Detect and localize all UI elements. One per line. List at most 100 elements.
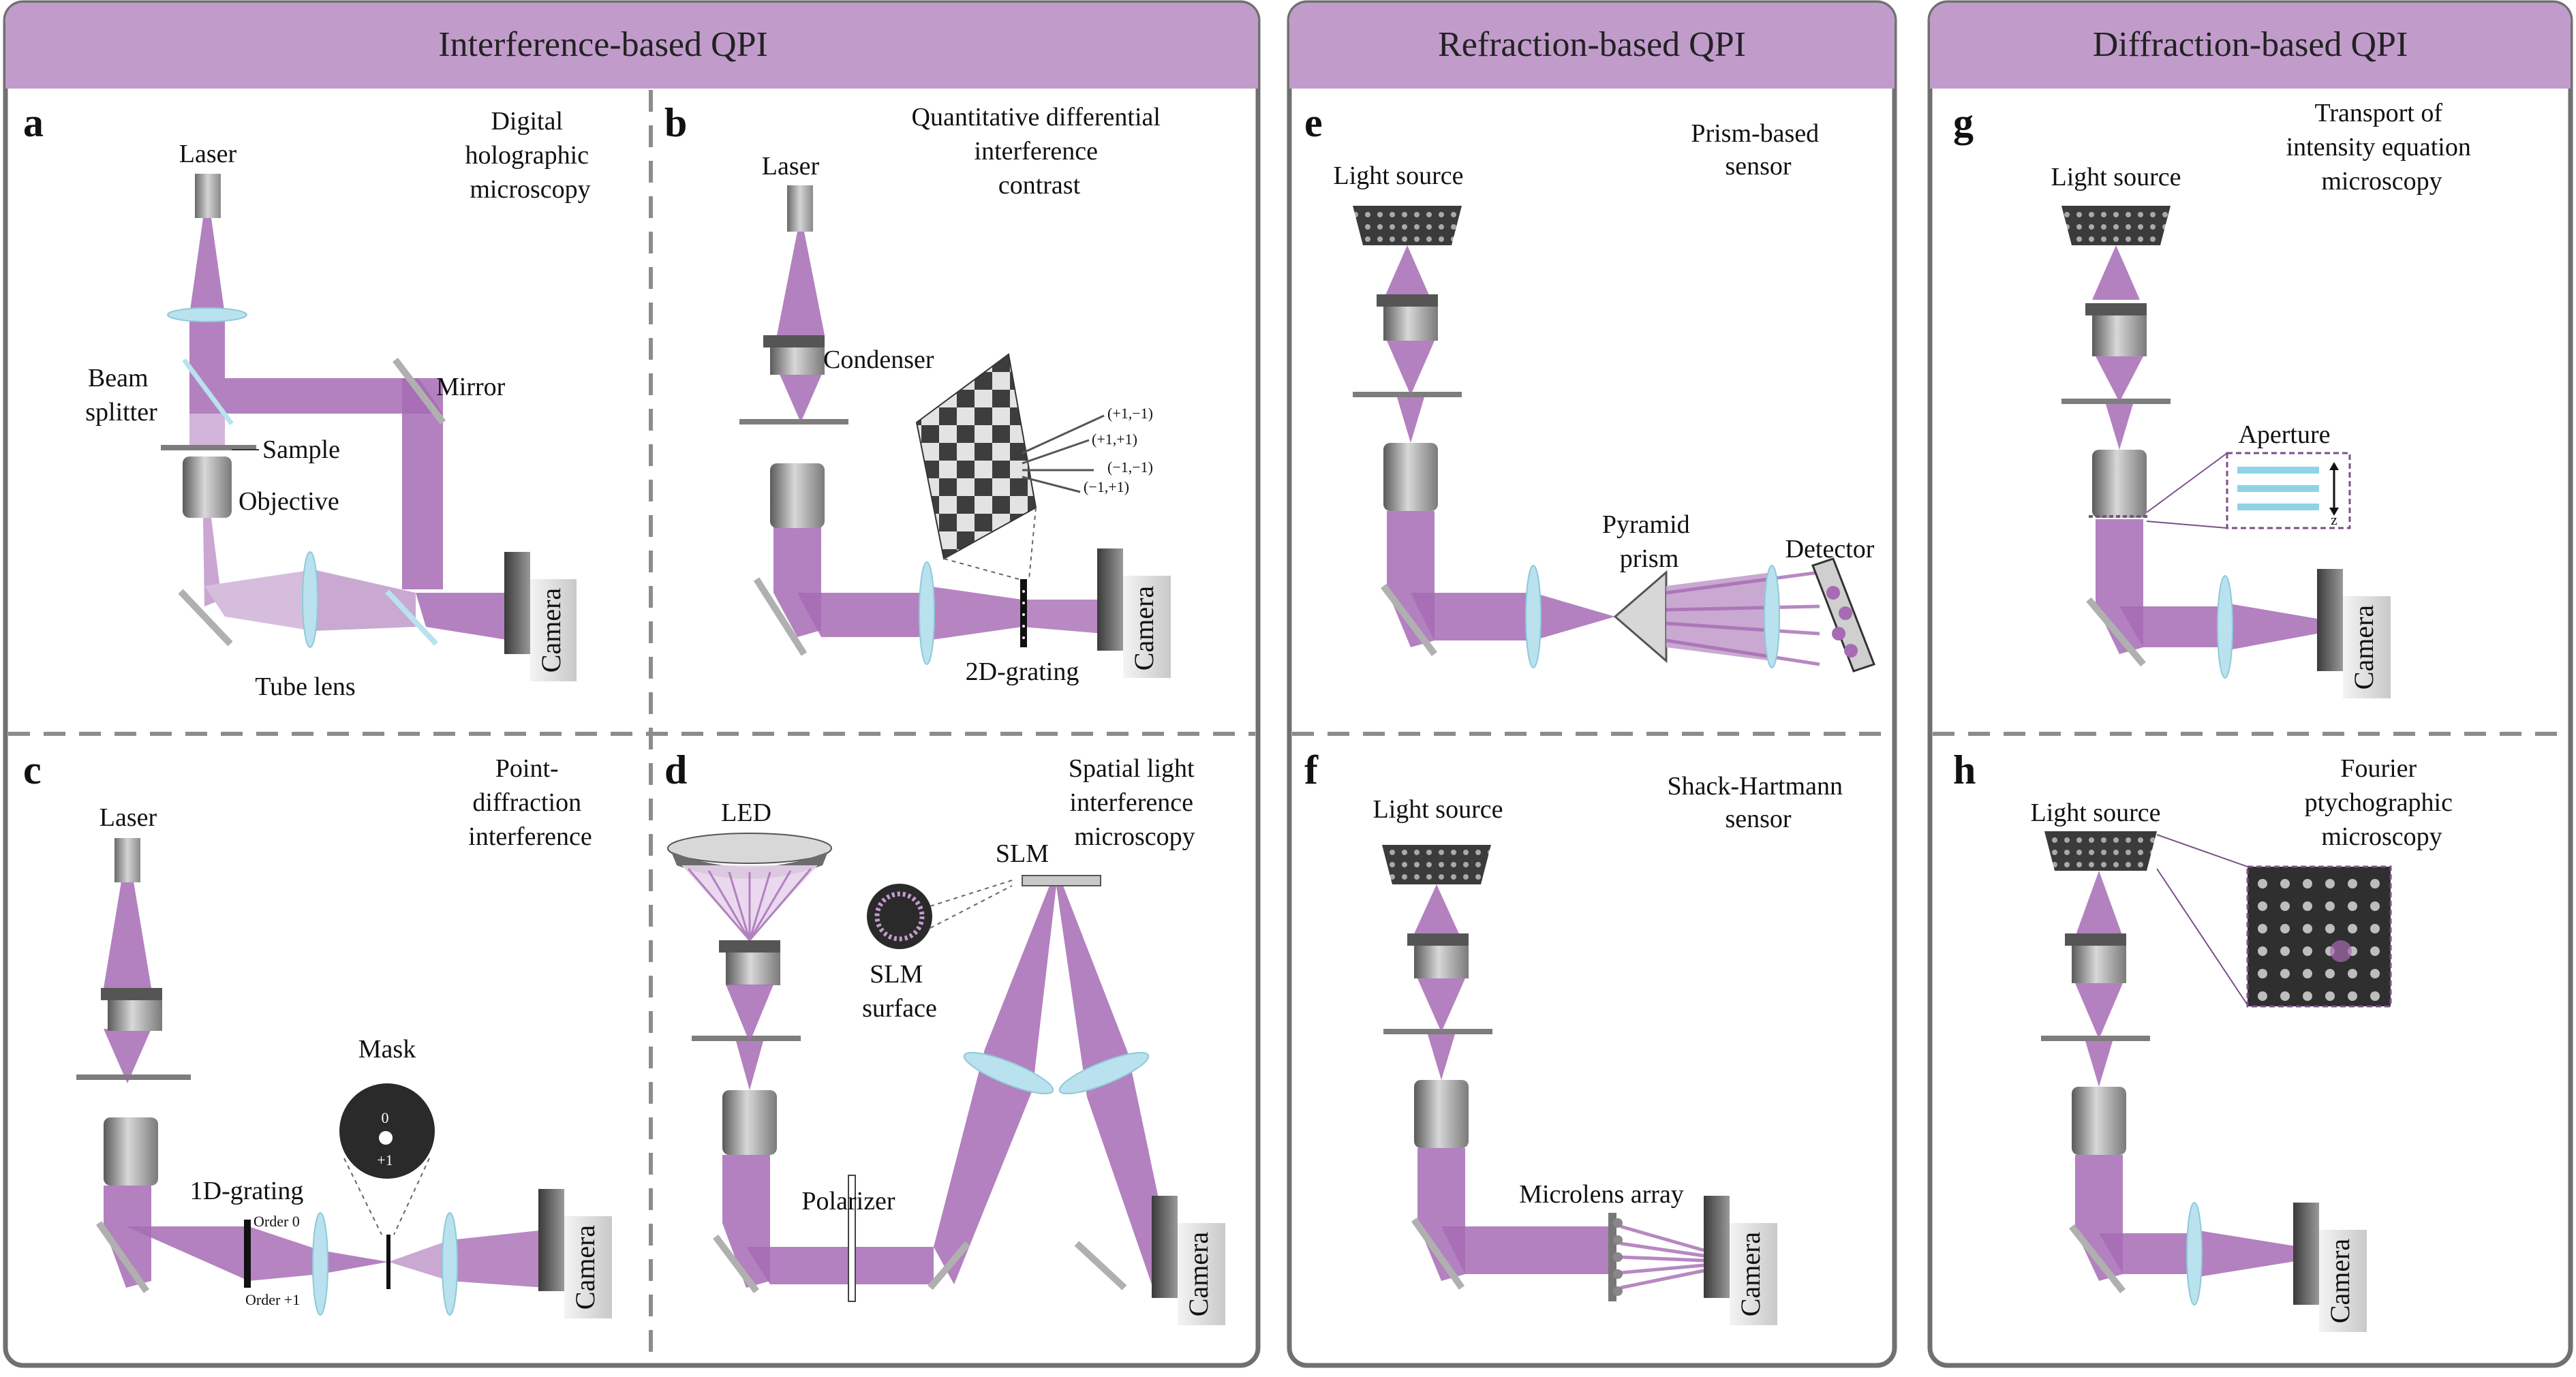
camera-d: [1152, 1196, 1178, 1298]
led-dot: [2348, 924, 2357, 933]
beam-combiner: [385, 589, 438, 646]
header-diffraction: Diffraction-based QPI: [2093, 25, 2408, 64]
led-dot: [2348, 901, 2357, 911]
label-camera-f: Camera: [1735, 1232, 1766, 1317]
laser: [195, 174, 221, 218]
panel-g: g Transport of intensity equation micros…: [1953, 99, 2478, 698]
label-laser-c: Laser: [99, 803, 157, 832]
camera-c: [538, 1189, 564, 1291]
label-1d-grating: 1D-grating: [190, 1177, 304, 1205]
panel-c: c Point- diffraction interference Laser …: [23, 747, 612, 1318]
panel-title-h: Fourier ptychographic microscopy: [2305, 754, 2459, 851]
led-dot: [2258, 969, 2267, 978]
panel-letter-h: h: [1953, 747, 1976, 792]
led-dot: [2303, 991, 2312, 1001]
label-polarizer: Polarizer: [801, 1187, 895, 1216]
sample-slide: [739, 419, 848, 424]
mirror: [753, 577, 808, 656]
panel-e: e Prism-based sensor Light source Pyrami…: [1304, 100, 1875, 672]
svg-text:(+1,+1): (+1,+1): [1092, 431, 1137, 448]
label-light-source-h: Light source: [2030, 799, 2160, 827]
led-dot: [2280, 879, 2290, 888]
label-camera-d: Camera: [1183, 1232, 1214, 1317]
led-dot: [2370, 946, 2380, 956]
frame-diffraction: Diffraction-based QPI: [1927, 0, 2573, 1368]
svg-text:Order 0: Order 0: [254, 1213, 300, 1230]
led-dot: [2325, 991, 2335, 1001]
polarizer: [848, 1175, 856, 1302]
label-light-source-f: Light source: [1373, 795, 1503, 824]
led-dot: [2303, 879, 2312, 888]
led-dot: [2280, 901, 2290, 911]
panel-title-d: Spatial light interference microscopy: [1069, 754, 1201, 851]
label-led: LED: [721, 799, 771, 827]
camera-g: [2317, 569, 2343, 671]
slm-surface-magnified: [867, 880, 1013, 949]
slm: [1022, 875, 1101, 886]
light-source-f: [1382, 845, 1491, 884]
panel-letter-b: b: [664, 100, 687, 145]
led-dot: [2370, 901, 2380, 911]
beam-splitter: [182, 358, 234, 426]
led-dot: [2303, 969, 2312, 978]
laser: [787, 185, 813, 232]
light-source-h: [2044, 831, 2157, 871]
panel-title-b: Quantitative differential interference c…: [912, 103, 1167, 200]
led-dot: [2258, 924, 2267, 933]
panel-title-g: Transport of intensity equation microsco…: [2286, 99, 2478, 196]
panel-letter-d: d: [664, 747, 687, 792]
panel-letter-f: f: [1304, 747, 1319, 792]
label-camera-h: Camera: [2325, 1239, 2355, 1324]
label-camera-b: Camera: [1129, 586, 1159, 671]
panel-letter-c: c: [23, 747, 42, 792]
label-aperture: Aperture: [2238, 420, 2330, 449]
svg-text:(−1,−1): (−1,−1): [1107, 459, 1153, 476]
label-camera-c: Camera: [570, 1225, 600, 1310]
led-dot: [2280, 924, 2290, 933]
panel-title-f: Shack-Hartmann sensor: [1668, 772, 1850, 833]
light-source-g: [2061, 206, 2171, 245]
header-interference: Interference-based QPI: [438, 25, 768, 64]
led-dot: [2258, 901, 2267, 911]
label-microlens-array: Microlens array: [1519, 1180, 1684, 1209]
label-slm-surface: SLM surface: [862, 960, 937, 1023]
led-dot: [2258, 991, 2267, 1001]
label-laser-a: Laser: [179, 140, 237, 168]
panel-title-a: Digital holographic microscopy: [465, 107, 595, 204]
condenser: [763, 335, 825, 347]
panel-title-e: Prism-based sensor: [1691, 119, 1825, 181]
microlens-array: [1608, 1213, 1616, 1301]
led-dot: [2325, 924, 2335, 933]
panel-a: a Digital holographic microscopy Laser B…: [23, 100, 595, 701]
pyramid-prism: [1613, 570, 1668, 664]
objective: [183, 457, 232, 518]
panel-h: h Fourier ptychographic microscopy Light…: [1953, 747, 2459, 1332]
led-dot: [2258, 946, 2267, 956]
led-dot: [2280, 946, 2290, 956]
label-laser-b: Laser: [762, 152, 820, 181]
light-source-e: [1353, 206, 1462, 245]
label-pyramid-prism: Pyramid prism: [1602, 510, 1696, 573]
label-slm: SLM: [996, 839, 1049, 868]
frame-interference: Interference-based QPI: [3, 0, 1261, 1368]
tube-lens: [302, 551, 318, 648]
led-dot: [2370, 969, 2380, 978]
led-dome: [667, 833, 832, 941]
panel-b: b Quantitative differential interference…: [664, 100, 1171, 686]
led-dot: [2303, 924, 2312, 933]
svg-text:+1: +1: [377, 1151, 393, 1169]
panel-letter-g: g: [1953, 100, 1974, 145]
svg-text:(−1,+1): (−1,+1): [1084, 478, 1129, 495]
label-light-source-e: Light source: [1333, 161, 1463, 190]
header-refraction: Refraction-based QPI: [1438, 25, 1746, 64]
1d-grating: [244, 1220, 251, 1288]
led-dot: [2348, 969, 2357, 978]
frame-refraction: Refraction-based QPI: [1287, 0, 1897, 1368]
panel-letter-e: e: [1304, 100, 1323, 145]
label-camera-g: Camera: [2348, 605, 2379, 690]
label-tube-lens: Tube lens: [255, 672, 355, 701]
svg-text:0: 0: [382, 1109, 389, 1126]
label-2d-grating: 2D-grating: [966, 657, 1079, 686]
